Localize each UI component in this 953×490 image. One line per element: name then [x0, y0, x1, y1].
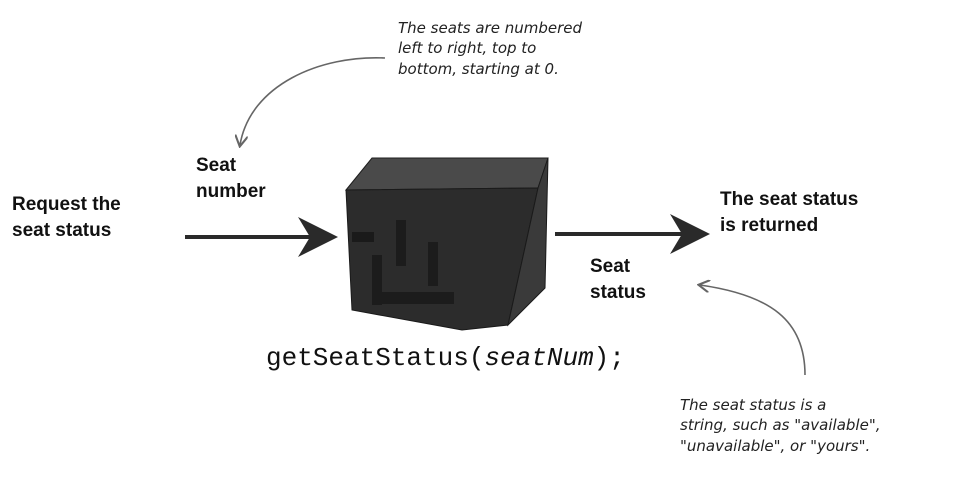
seat-numbering-note-line: The seats are numbered [398, 18, 582, 38]
function-call-suffix: ); [594, 343, 625, 373]
seat-numbering-note-line: left to right, top to [398, 38, 582, 58]
returned-label-line: is returned [720, 213, 858, 239]
request-label-line: seat status [12, 218, 121, 244]
function-call-code: getSeatStatus(seatNum); [266, 343, 625, 373]
seat-status-pointer-curve [700, 285, 805, 375]
seat-status-label-line: status [590, 280, 646, 306]
seat-status-label: Seat status [590, 254, 646, 305]
seat-status-note-line: string, such as "available", [680, 415, 881, 435]
seat-number-pointer-curve [240, 58, 385, 145]
request-label: Request the seat status [12, 192, 121, 243]
seat-status-note: The seat status is a string, such as "av… [680, 395, 881, 456]
black-box-function-icon [346, 158, 548, 330]
seat-status-note-line: The seat status is a [680, 395, 881, 415]
returned-label: The seat status is returned [720, 187, 858, 238]
seat-number-label: Seat number [196, 153, 266, 204]
seat-number-label-line: Seat [196, 153, 266, 179]
seat-status-label-line: Seat [590, 254, 646, 280]
seat-numbering-note-line: bottom, starting at 0. [398, 59, 582, 79]
seat-number-label-line: number [196, 179, 266, 205]
seat-status-note-line: "unavailable", or "yours". [680, 436, 881, 456]
function-name: getSeatStatus( [266, 343, 484, 373]
seat-numbering-note: The seats are numbered left to right, to… [398, 18, 582, 79]
returned-label-line: The seat status [720, 187, 858, 213]
request-label-line: Request the [12, 192, 121, 218]
function-argument: seatNum [484, 343, 593, 373]
